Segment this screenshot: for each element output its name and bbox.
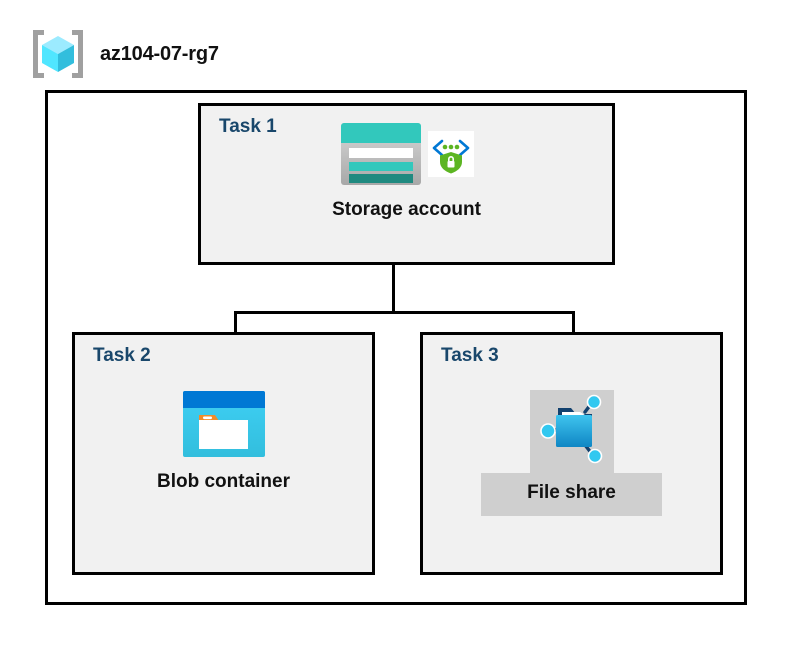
connector-storage-trunk bbox=[392, 227, 395, 313]
node-blob-container[interactable]: Blob container bbox=[72, 390, 375, 493]
resource-group-cube-icon bbox=[30, 28, 86, 80]
blob-container-caption: Blob container bbox=[156, 471, 290, 492]
blob-container-icon-group bbox=[182, 390, 266, 463]
storage-account-icon-group bbox=[340, 122, 474, 191]
node-storage-account[interactable]: Storage account bbox=[198, 122, 615, 221]
blob-container-icon bbox=[182, 390, 266, 463]
resource-group-header: az104-07-rg7 bbox=[30, 28, 219, 80]
secure-transfer-shield-icon bbox=[427, 131, 474, 182]
file-share-caption: File share bbox=[481, 473, 662, 516]
node-file-share[interactable]: File share bbox=[420, 390, 723, 516]
task-1-label: Task 1 bbox=[219, 116, 277, 137]
connector-horizontal-bus bbox=[234, 311, 575, 314]
storage-account-icon bbox=[340, 122, 422, 191]
task-2-label: Task 2 bbox=[93, 345, 151, 366]
task-3-label: Task 3 bbox=[441, 345, 499, 366]
file-share-icon bbox=[536, 394, 608, 469]
storage-account-caption: Storage account bbox=[332, 199, 481, 220]
file-share-icon-group bbox=[529, 390, 614, 473]
resource-group-name: az104-07-rg7 bbox=[100, 42, 219, 65]
